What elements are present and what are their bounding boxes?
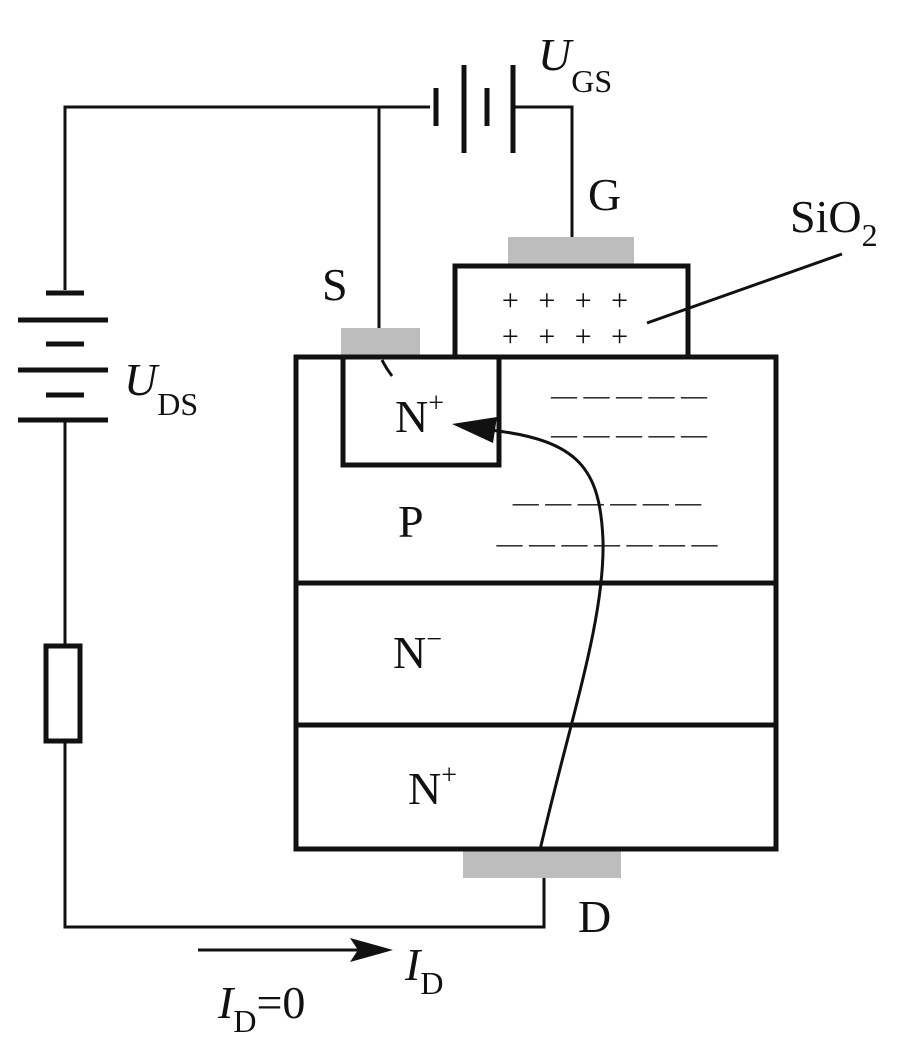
- electron-path-curve: [489, 428, 605, 851]
- source-contact: [341, 328, 420, 356]
- id-arrow-head: [350, 938, 393, 962]
- gate-positive-charges-row-2: + + + +: [502, 320, 634, 353]
- channel-negative-charges-row-4: — — — — — — —: [496, 529, 719, 558]
- channel-negative-charges-row-1: — — — — —: [550, 381, 708, 410]
- drain-label: D: [578, 891, 611, 942]
- uds-label: UDS: [124, 354, 198, 422]
- source-n-plus-label: N+: [395, 388, 444, 442]
- gate-oxide: [452, 263, 691, 360]
- source-contact-tick: [380, 359, 394, 377]
- gate-wire: [515, 105, 574, 237]
- drift-n-minus-label: N−: [393, 624, 442, 678]
- channel-negative-charges-row-2: — — — — —: [550, 420, 708, 449]
- id-zero-label: ID=0: [217, 977, 305, 1039]
- oxide-label: SiO2: [790, 191, 878, 253]
- substrate-n-plus-label: N+: [408, 760, 457, 814]
- drain-return-wire: [63, 741, 546, 929]
- id-arrow-label: ID: [404, 939, 443, 1001]
- drain-contact: [463, 850, 621, 878]
- channel-negative-charges-row-3: — — — — — —: [512, 488, 703, 517]
- gate-label: G: [588, 169, 621, 220]
- ugs-label: UGS: [538, 29, 612, 99]
- ugs-battery: [433, 65, 516, 153]
- oxide-leader-line: [646, 252, 843, 325]
- gate-positive-charges-row-1: + + + +: [502, 284, 634, 317]
- uds-battery: [18, 290, 108, 423]
- load-resistor: [43, 643, 83, 744]
- circuit-wire-left: [63, 105, 430, 290]
- source-n-plus-region: [340, 354, 502, 468]
- source-label: S: [322, 259, 348, 310]
- electron-path-arrowhead: [452, 417, 497, 443]
- gate-contact: [508, 237, 634, 265]
- body-p-label: P: [398, 496, 424, 547]
